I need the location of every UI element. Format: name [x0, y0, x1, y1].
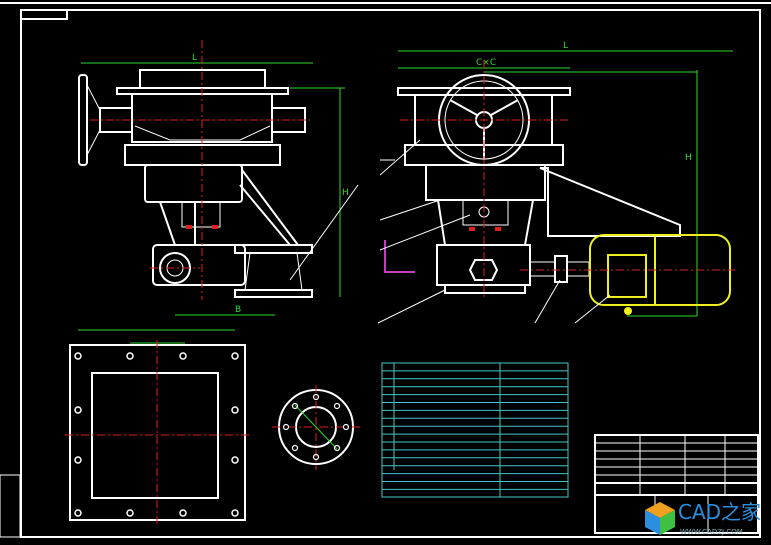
side-height-label: H [685, 153, 692, 163]
base-width-label: B [235, 305, 241, 315]
watermark-brand: CAD之家 [678, 500, 762, 524]
top-width-label: C×C [476, 58, 496, 68]
left-margin-block [0, 474, 21, 538]
flange-plan-view [65, 329, 250, 525]
title-block [594, 434, 759, 534]
side-length-label: L [563, 41, 568, 51]
side-view: L C×C H [377, 41, 735, 324]
drawing-frame [20, 9, 761, 538]
front-length-label: L [192, 53, 197, 63]
drawing-number-box [20, 9, 68, 20]
round-flange-view [272, 385, 360, 470]
watermark-url: WWW.CADZJ.COM [680, 528, 743, 536]
front-view: L H B [78, 40, 359, 316]
watermark-logo-icon [645, 502, 675, 535]
parts-list-table [381, 362, 569, 498]
front-height-label: H [342, 188, 349, 198]
handwheel-side [78, 74, 88, 166]
